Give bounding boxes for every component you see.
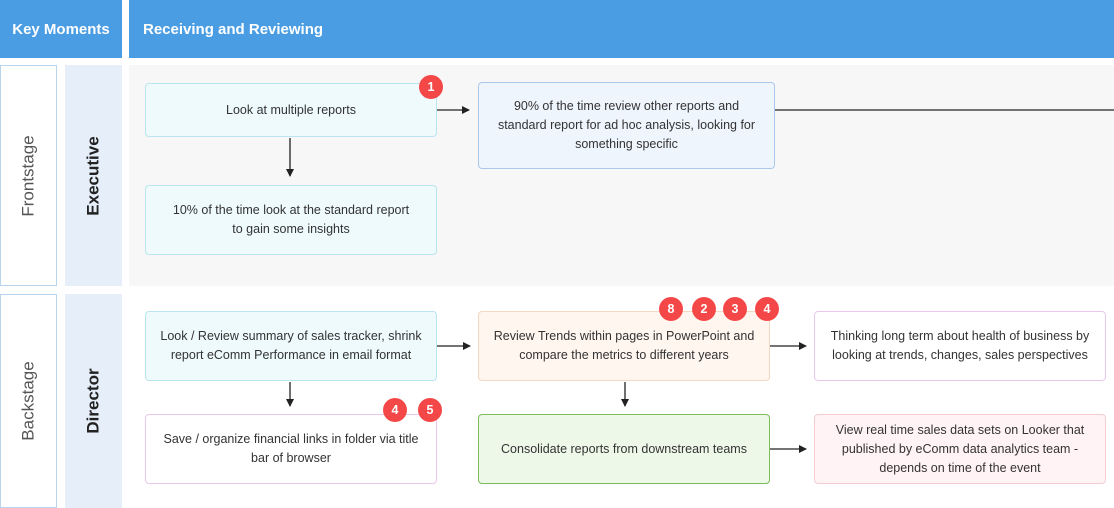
- card-thinking-long-term: Thinking long term about health of busin…: [814, 311, 1106, 381]
- card-consolidate-reports: Consolidate reports from downstream team…: [478, 414, 770, 484]
- card-look-review-summary: Look / Review summary of sales tracker, …: [145, 311, 437, 381]
- key-moments-header: Key Moments: [0, 0, 122, 58]
- director-role-box: Director: [65, 294, 122, 508]
- card-review-trends-text: Review Trends within pages in PowerPoint…: [493, 329, 755, 362]
- card-look-multiple-reports: Look at multiple reports: [145, 83, 437, 137]
- card-ninety-percent: 90% of the time review other reports and…: [478, 82, 775, 169]
- badge-4-save: 4: [383, 398, 407, 422]
- badge-5: 5: [418, 398, 442, 422]
- card-look-review-summary-text: Look / Review summary of sales tracker, …: [160, 329, 422, 362]
- badge-3: 3: [723, 297, 747, 321]
- executive-role-box: Executive: [65, 65, 122, 286]
- card-ten-percent: 10% of the time look at the standard rep…: [145, 185, 437, 255]
- card-thinking-long-term-text: Thinking long term about health of busin…: [830, 329, 1090, 362]
- stage-title-header: Receiving and Reviewing: [129, 0, 1114, 58]
- badge-4-trends: 4: [755, 297, 779, 321]
- stage-title: Receiving and Reviewing: [143, 20, 324, 38]
- card-review-trends: Review Trends within pages in PowerPoint…: [478, 311, 770, 381]
- key-moments-label: Key Moments: [12, 20, 110, 38]
- badge-8: 8: [659, 297, 683, 321]
- card-save-organize-text: Save / organize financial links in folde…: [163, 432, 419, 465]
- card-view-realtime: View real time sales data sets on Looker…: [814, 414, 1106, 484]
- card-save-organize: Save / organize financial links in folde…: [145, 414, 437, 484]
- badge-2: 2: [692, 297, 716, 321]
- card-ten-percent-text: 10% of the time look at the standard rep…: [172, 203, 410, 236]
- card-view-realtime-text: View real time sales data sets on Looker…: [835, 422, 1085, 475]
- card-ninety-percent-text: 90% of the time review other reports and…: [497, 99, 756, 151]
- frontstage-label-box: Frontstage: [0, 65, 57, 286]
- badge-1: 1: [419, 75, 443, 99]
- card-look-multiple-reports-text: Look at multiple reports: [226, 102, 356, 117]
- card-consolidate-reports-text: Consolidate reports from downstream team…: [501, 441, 747, 456]
